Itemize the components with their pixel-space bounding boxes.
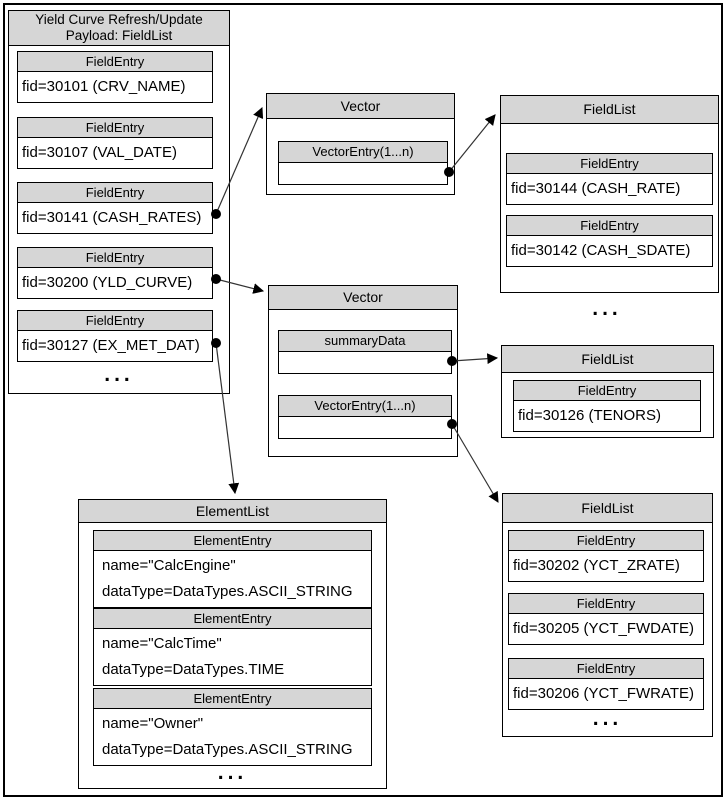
element-name: name="Owner" [102, 715, 204, 732]
element-name: name="CalcTime" [102, 635, 222, 652]
summarydata-header: summaryData [279, 331, 451, 352]
vector-top-box: Vector VectorEntry(1...n) [266, 93, 455, 195]
vector-top-title: Vector [267, 94, 454, 119]
vectorentry-bottom: VectorEntry(1...n) [278, 395, 452, 439]
elemententry-body: name="Owner" dataType=DataTypes.ASCII_ST… [94, 709, 371, 765]
right-middle-ellipsis: ... [592, 297, 622, 320]
fieldentry-value: fid=30206 (YCT_FWRATE) [509, 679, 703, 709]
vectorentry-body [279, 417, 451, 438]
elementlist-ellipsis: ... [217, 761, 248, 784]
payload-box-header: Yield Curve Refresh/Update Payload: Fiel… [9, 11, 229, 46]
elemententry-header: ElementEntry [94, 689, 371, 709]
elemententry-calcengine: ElementEntry name="CalcEngine" dataType=… [93, 530, 372, 608]
fieldentry-header: FieldEntry [18, 183, 212, 203]
fieldentry-value: fid=30101 (CRV_NAME) [18, 72, 212, 102]
fieldlist-cash-title: FieldList [501, 96, 718, 124]
element-datatype: dataType=DataTypes.TIME [102, 661, 285, 678]
payload-title-line2: Payload: FieldList [65, 28, 173, 43]
vector-bottom-title: Vector [269, 286, 457, 310]
elemententry-body: name="CalcTime" dataType=DataTypes.TIME [94, 629, 371, 685]
fieldentry-header: FieldEntry [18, 118, 212, 138]
fieldentry-header: FieldEntry [507, 216, 712, 236]
vectorentry-header: VectorEntry(1...n) [279, 396, 451, 417]
elemententry-owner: ElementEntry name="Owner" dataType=DataT… [93, 688, 372, 766]
fieldlist-tenors-box: FieldList FieldEntry fid=30126 (TENORS) [501, 345, 714, 438]
elementlist-box: ElementList ElementEntry name="CalcEngin… [78, 499, 387, 789]
element-name: name="CalcEngine" [102, 557, 236, 574]
fieldentry-header: FieldEntry [509, 659, 703, 679]
fieldlist-yct-box: FieldList FieldEntry fid=30202 (YCT_ZRAT… [502, 493, 713, 737]
fieldentry-value: fid=30202 (YCT_ZRATE) [509, 551, 703, 581]
fieldlist-yct-ellipsis: ... [592, 707, 623, 730]
fieldentry-value: fid=30126 (TENORS) [514, 401, 700, 431]
vectorentry-top: VectorEntry(1...n) [278, 141, 448, 185]
fieldlist-cash-box: FieldList FieldEntry fid=30144 (CASH_RAT… [500, 95, 719, 293]
fieldentry-cash-rates: FieldEntry fid=30141 (CASH_RATES) [17, 182, 213, 234]
fieldentry-yld-curve: FieldEntry fid=30200 (YLD_CURVE) [17, 247, 213, 299]
fieldentry-header: FieldEntry [509, 594, 703, 614]
payload-fieldlist-box: Yield Curve Refresh/Update Payload: Fiel… [8, 10, 230, 394]
vector-bottom-box: Vector summaryData VectorEntry(1...n) [268, 285, 458, 457]
fieldentry-value: fid=30127 (EX_MET_DAT) [18, 331, 212, 361]
fieldentry-header: FieldEntry [18, 311, 212, 331]
fieldentry-header: FieldEntry [18, 248, 212, 268]
fieldentry-ex-met-dat: FieldEntry fid=30127 (EX_MET_DAT) [17, 310, 213, 362]
fieldentry-value: fid=30144 (CASH_RATE) [507, 174, 712, 204]
fieldentry-cash-sdate: FieldEntry fid=30142 (CASH_SDATE) [506, 215, 713, 267]
fieldentry-yct-fwdate: FieldEntry fid=30205 (YCT_FWDATE) [508, 593, 704, 645]
vectorentry-body [279, 163, 447, 184]
fieldentry-header: FieldEntry [509, 531, 703, 551]
fieldentry-value: fid=30205 (YCT_FWDATE) [509, 614, 703, 644]
diagram-outer-frame [3, 3, 723, 797]
fieldentry-value: fid=30107 (VAL_DATE) [18, 138, 212, 168]
elemententry-header: ElementEntry [94, 531, 371, 551]
elemententry-calctime: ElementEntry name="CalcTime" dataType=Da… [93, 608, 372, 686]
summarydata-entry: summaryData [278, 330, 452, 374]
element-datatype: dataType=DataTypes.ASCII_STRING [102, 583, 353, 600]
elemententry-body: name="CalcEngine" dataType=DataTypes.ASC… [94, 551, 371, 607]
element-datatype: dataType=DataTypes.ASCII_STRING [102, 741, 353, 758]
fieldentry-yct-zrate: FieldEntry fid=30202 (YCT_ZRATE) [508, 530, 704, 582]
elemententry-header: ElementEntry [94, 609, 371, 629]
elementlist-title: ElementList [79, 500, 386, 523]
fieldentry-crv-name: FieldEntry fid=30101 (CRV_NAME) [17, 51, 213, 103]
summarydata-body [279, 352, 451, 373]
fieldentry-value: fid=30200 (YLD_CURVE) [18, 268, 212, 298]
fieldentry-header: FieldEntry [18, 52, 212, 72]
fieldlist-yct-title: FieldList [503, 494, 712, 523]
payload-title-line1: Yield Curve Refresh/Update [35, 12, 203, 27]
fieldentry-yct-fwrate: FieldEntry fid=30206 (YCT_FWRATE) [508, 658, 704, 710]
vectorentry-header: VectorEntry(1...n) [279, 142, 447, 163]
fieldentry-tenors: FieldEntry fid=30126 (TENORS) [513, 380, 701, 432]
fieldentry-val-date: FieldEntry fid=30107 (VAL_DATE) [17, 117, 213, 169]
fieldlist-tenors-title: FieldList [502, 346, 713, 373]
fieldentry-cash-rate: FieldEntry fid=30144 (CASH_RATE) [506, 153, 713, 205]
fieldentry-value: fid=30141 (CASH_RATES) [18, 203, 212, 233]
fieldentry-header: FieldEntry [507, 154, 712, 174]
fieldentry-value: fid=30142 (CASH_SDATE) [507, 236, 712, 266]
fieldentry-header: FieldEntry [514, 381, 700, 401]
payload-ellipsis: ... [104, 363, 134, 386]
